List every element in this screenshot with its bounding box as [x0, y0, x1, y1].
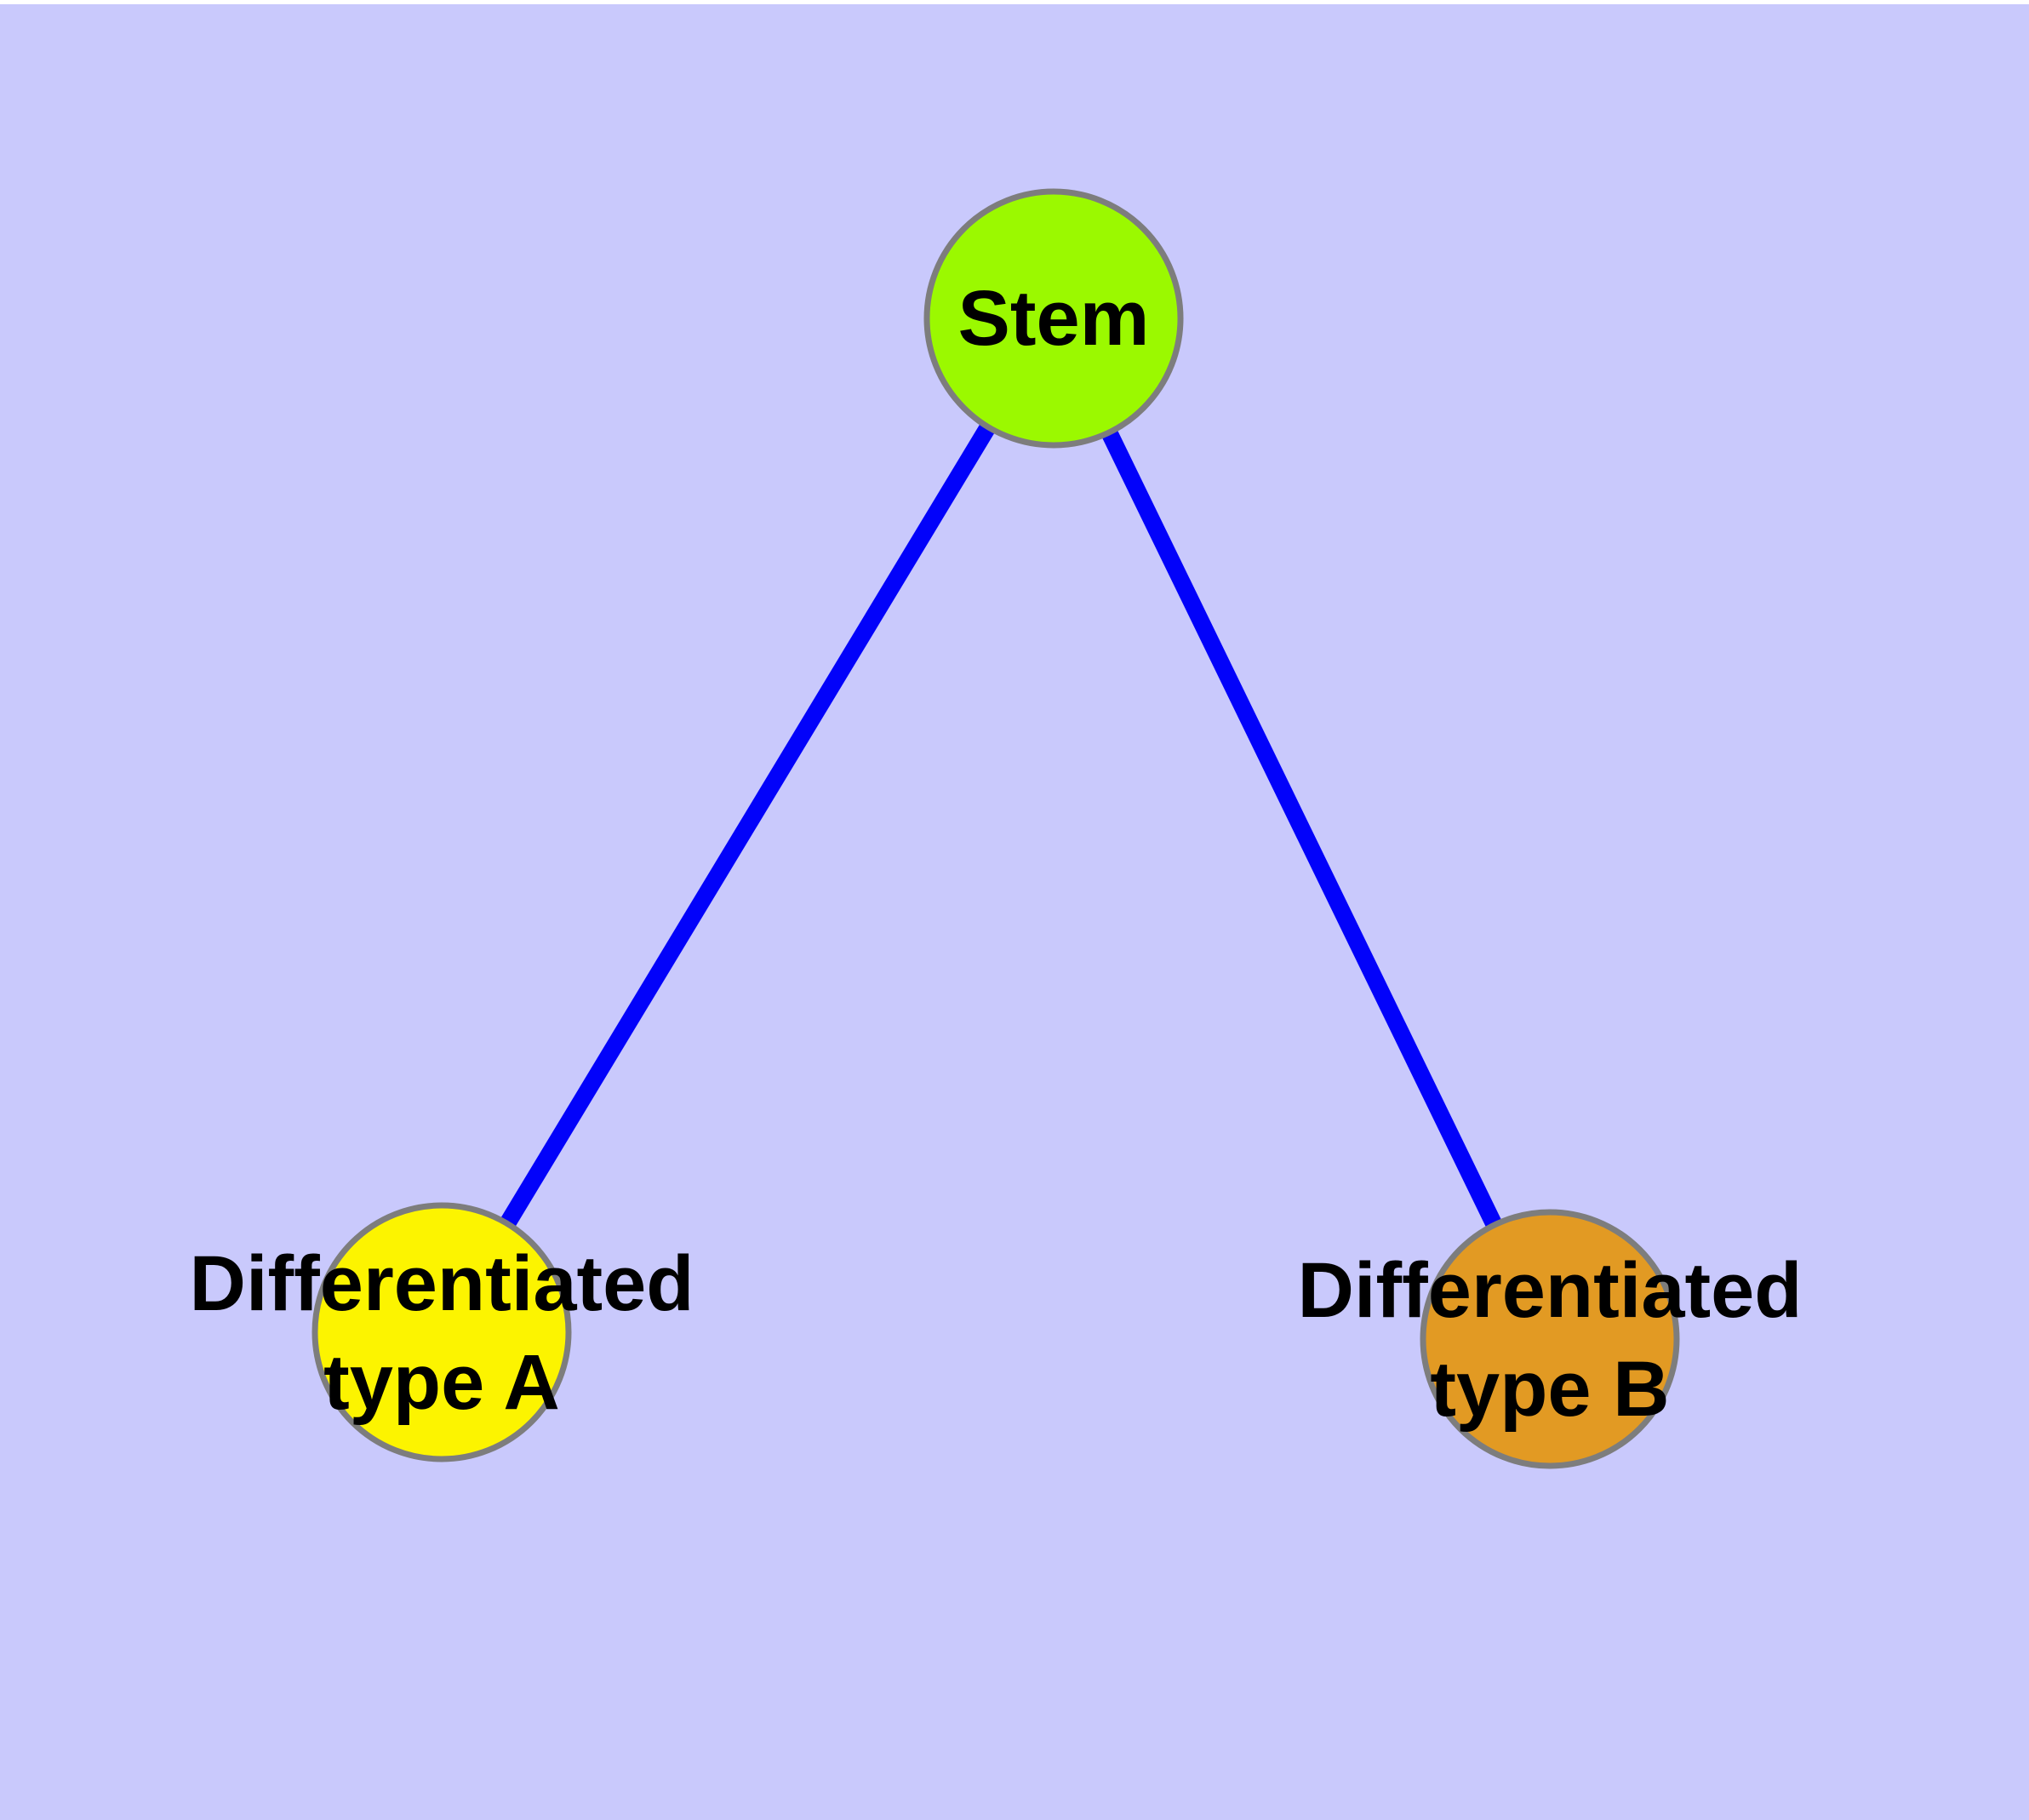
stem-node-circle: [923, 188, 1184, 449]
type-a-label-line1: Differentiated: [189, 1240, 694, 1327]
type-a-node-circle: [311, 1202, 572, 1462]
type-b-label-line2: type B: [1430, 1346, 1670, 1433]
type-b-label-line1: Differentiated: [1297, 1247, 1803, 1334]
type-a-label-line2: type A: [323, 1339, 560, 1426]
type-b-node-circle: [1420, 1209, 1680, 1469]
stem-node-label: Stem: [957, 275, 1150, 362]
type-b-node-label: Differentiated type B: [1298, 1241, 1803, 1439]
edge-stem-to-type-a: [434, 313, 1061, 1337]
type-a-node-label: Differentiated type A: [190, 1234, 694, 1432]
edge-stem-to-type-b: [1046, 314, 1557, 1343]
